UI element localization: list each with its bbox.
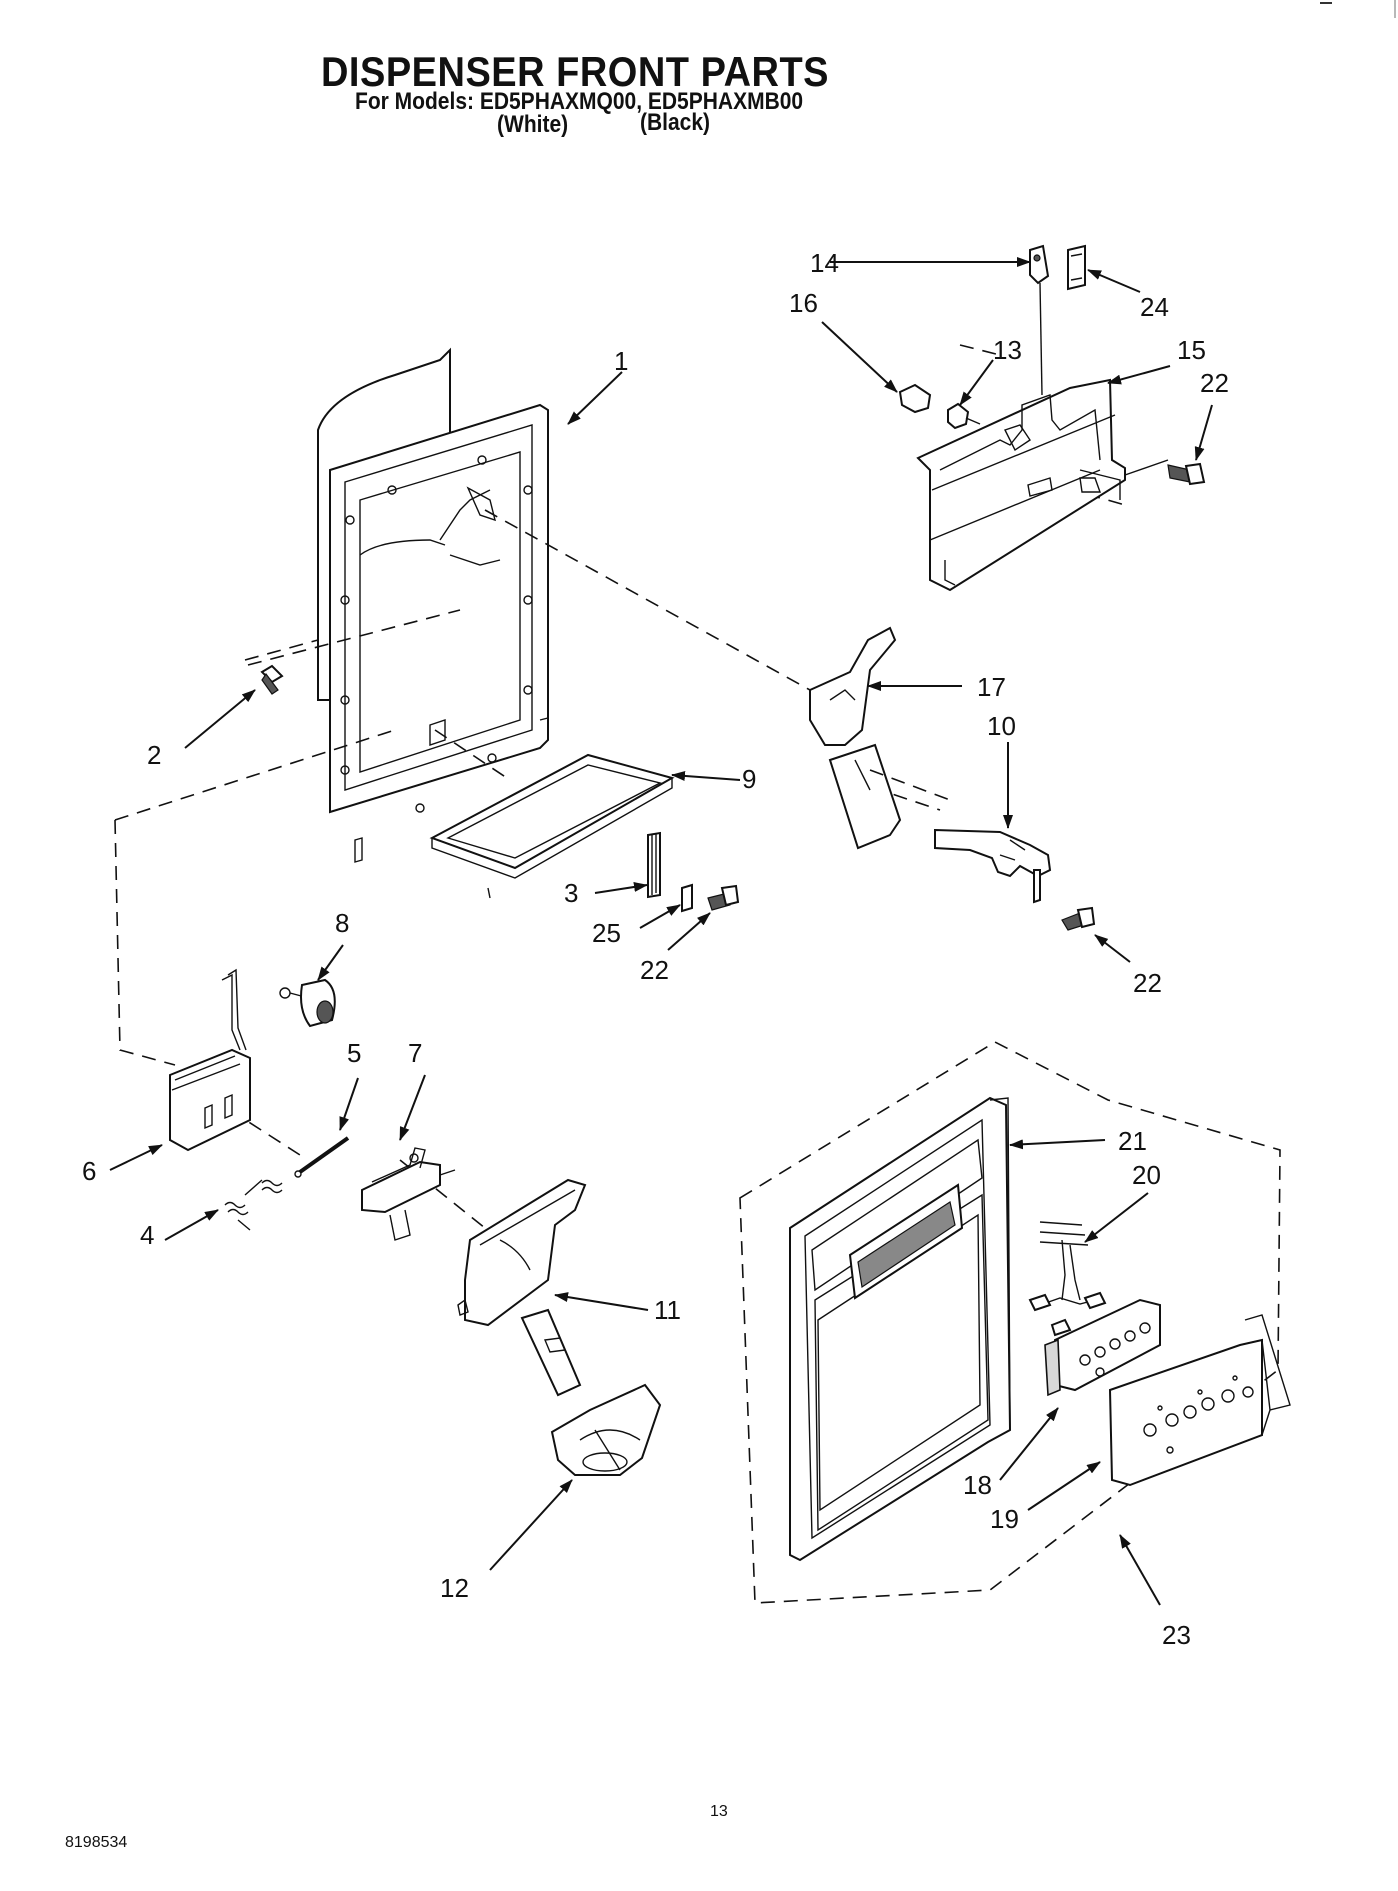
spring-part-4 bbox=[224, 1179, 283, 1231]
callout-24: 24 bbox=[1140, 292, 1169, 322]
front-panel-part-21 bbox=[789, 1096, 1012, 1562]
lamp-part-16 bbox=[898, 383, 932, 414]
pin-part-5 bbox=[294, 1136, 350, 1178]
callout-10: 10 bbox=[987, 711, 1016, 741]
drip-tray-part-9 bbox=[429, 753, 675, 899]
callout-25: 25 bbox=[592, 918, 621, 948]
callout-2: 2 bbox=[147, 740, 162, 770]
callout-3: 3 bbox=[564, 878, 579, 908]
callout-20: 20 bbox=[1132, 1160, 1161, 1190]
callout-5: 5 bbox=[347, 1038, 362, 1068]
callout-1: 1 bbox=[614, 346, 629, 376]
lamp-socket-part-13 bbox=[947, 402, 981, 430]
screw-part-22-top bbox=[1124, 459, 1206, 486]
callout-21: 21 bbox=[1118, 1126, 1147, 1156]
chute-door-part-11 bbox=[457, 1178, 587, 1397]
callout-8: 8 bbox=[335, 908, 350, 938]
variant-black-label: (Black) bbox=[640, 109, 711, 136]
motor-part-8 bbox=[279, 978, 336, 1028]
callout-22-right: 22 bbox=[1133, 968, 1162, 998]
actuator-arm-part-17 bbox=[809, 626, 902, 850]
housing-frame-part-1 bbox=[317, 347, 549, 863]
control-board-part-18 bbox=[1044, 1298, 1161, 1397]
overlay-panel-part-19 bbox=[1108, 1314, 1291, 1487]
document-number: 8198534 bbox=[65, 1834, 128, 1851]
callout-23: 23 bbox=[1162, 1620, 1191, 1650]
variant-white-label: (White) bbox=[497, 111, 569, 138]
callout-22-top: 22 bbox=[1200, 368, 1229, 398]
callout-11: 11 bbox=[654, 1295, 681, 1325]
solenoid-part-6 bbox=[169, 968, 251, 1152]
callout-14: 14 bbox=[810, 248, 839, 278]
callout-12: 12 bbox=[440, 1573, 469, 1603]
callout-7: 7 bbox=[408, 1038, 423, 1068]
spring-part-3 bbox=[647, 831, 661, 899]
door-lever-part-10 bbox=[934, 828, 1052, 904]
insulator-part-24 bbox=[1067, 244, 1086, 291]
page-number: 13 bbox=[710, 1803, 728, 1820]
control-module-part-15 bbox=[916, 378, 1126, 592]
screw-part-2 bbox=[260, 664, 284, 695]
wire-harness-part-20 bbox=[1028, 1221, 1107, 1337]
shim-part-25 bbox=[681, 883, 693, 913]
callout-4: 4 bbox=[140, 1220, 155, 1250]
callout-13: 13 bbox=[993, 335, 1022, 365]
callout-17: 17 bbox=[977, 672, 1006, 702]
callout-6: 6 bbox=[82, 1156, 97, 1186]
callout-18: 18 bbox=[963, 1470, 992, 1500]
callout-15: 15 bbox=[1177, 335, 1206, 365]
callout-16: 16 bbox=[789, 288, 818, 318]
callout-19: 19 bbox=[990, 1504, 1019, 1534]
callout-9: 9 bbox=[742, 764, 757, 794]
screw-part-22-middle bbox=[707, 884, 740, 911]
chute-cup-part-12 bbox=[550, 1383, 662, 1476]
page-title: DISPENSER FRONT PARTS bbox=[320, 49, 830, 97]
screw-part-22-right bbox=[1061, 906, 1096, 931]
bracket-part-7 bbox=[361, 1147, 456, 1241]
models-label: For Models: ED5PHAXMQ00, ED5PHAXMB00 bbox=[355, 88, 804, 115]
callout-22-middle: 22 bbox=[640, 955, 669, 985]
switch-part-14 bbox=[1029, 244, 1050, 396]
